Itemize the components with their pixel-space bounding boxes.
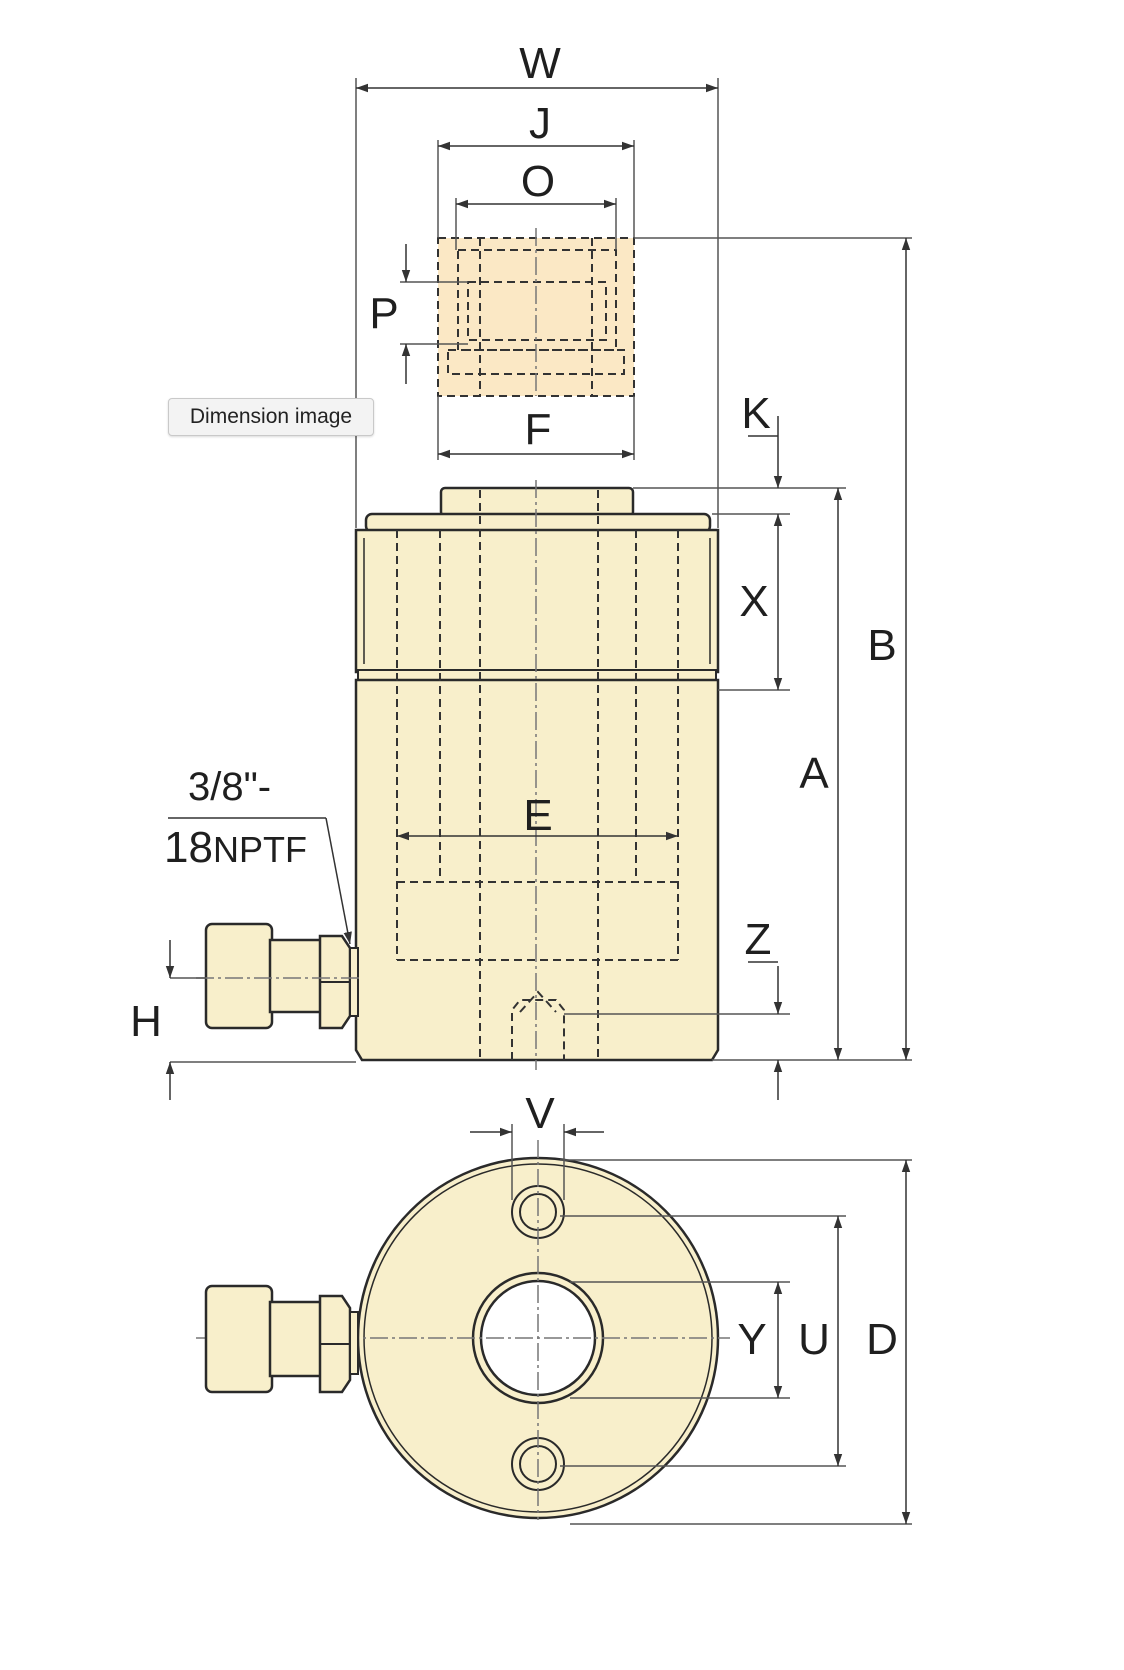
label-K: K <box>741 389 770 438</box>
port-line2-unit: NPTF <box>213 829 307 870</box>
cylinder-top-view <box>196 1140 730 1520</box>
dimension-labels: W J O P F K X B A E Z H V Y U D <box>130 39 898 1364</box>
label-B: B <box>867 621 896 670</box>
dimension-image-tooltip: Dimension image <box>168 398 374 436</box>
label-P: P <box>369 289 398 338</box>
saddle-detail <box>437 228 635 397</box>
port-line2-number: 18 <box>164 823 213 872</box>
label-V: V <box>525 1089 555 1138</box>
label-Y: Y <box>737 1315 766 1364</box>
label-O: O <box>521 157 555 206</box>
port-leader <box>325 817 352 945</box>
port-callout: 3/8"- 18NPTF <box>164 765 307 872</box>
label-F: F <box>525 405 552 454</box>
label-J: J <box>529 99 551 148</box>
coupler-fitting-side <box>196 922 360 1030</box>
label-H: H <box>130 997 162 1046</box>
svg-text:18NPTF: 18NPTF <box>164 823 307 872</box>
label-A: A <box>799 749 829 798</box>
cylinder-side-view <box>354 480 720 1070</box>
label-X: X <box>739 577 768 626</box>
label-D: D <box>866 1315 898 1364</box>
port-line1: 3/8"- <box>188 765 271 809</box>
dimension-lines <box>165 83 911 1524</box>
label-U: U <box>798 1315 830 1364</box>
label-W: W <box>519 39 561 88</box>
extension-lines <box>170 78 912 1525</box>
label-Z: Z <box>745 915 772 964</box>
label-E: E <box>523 791 552 840</box>
